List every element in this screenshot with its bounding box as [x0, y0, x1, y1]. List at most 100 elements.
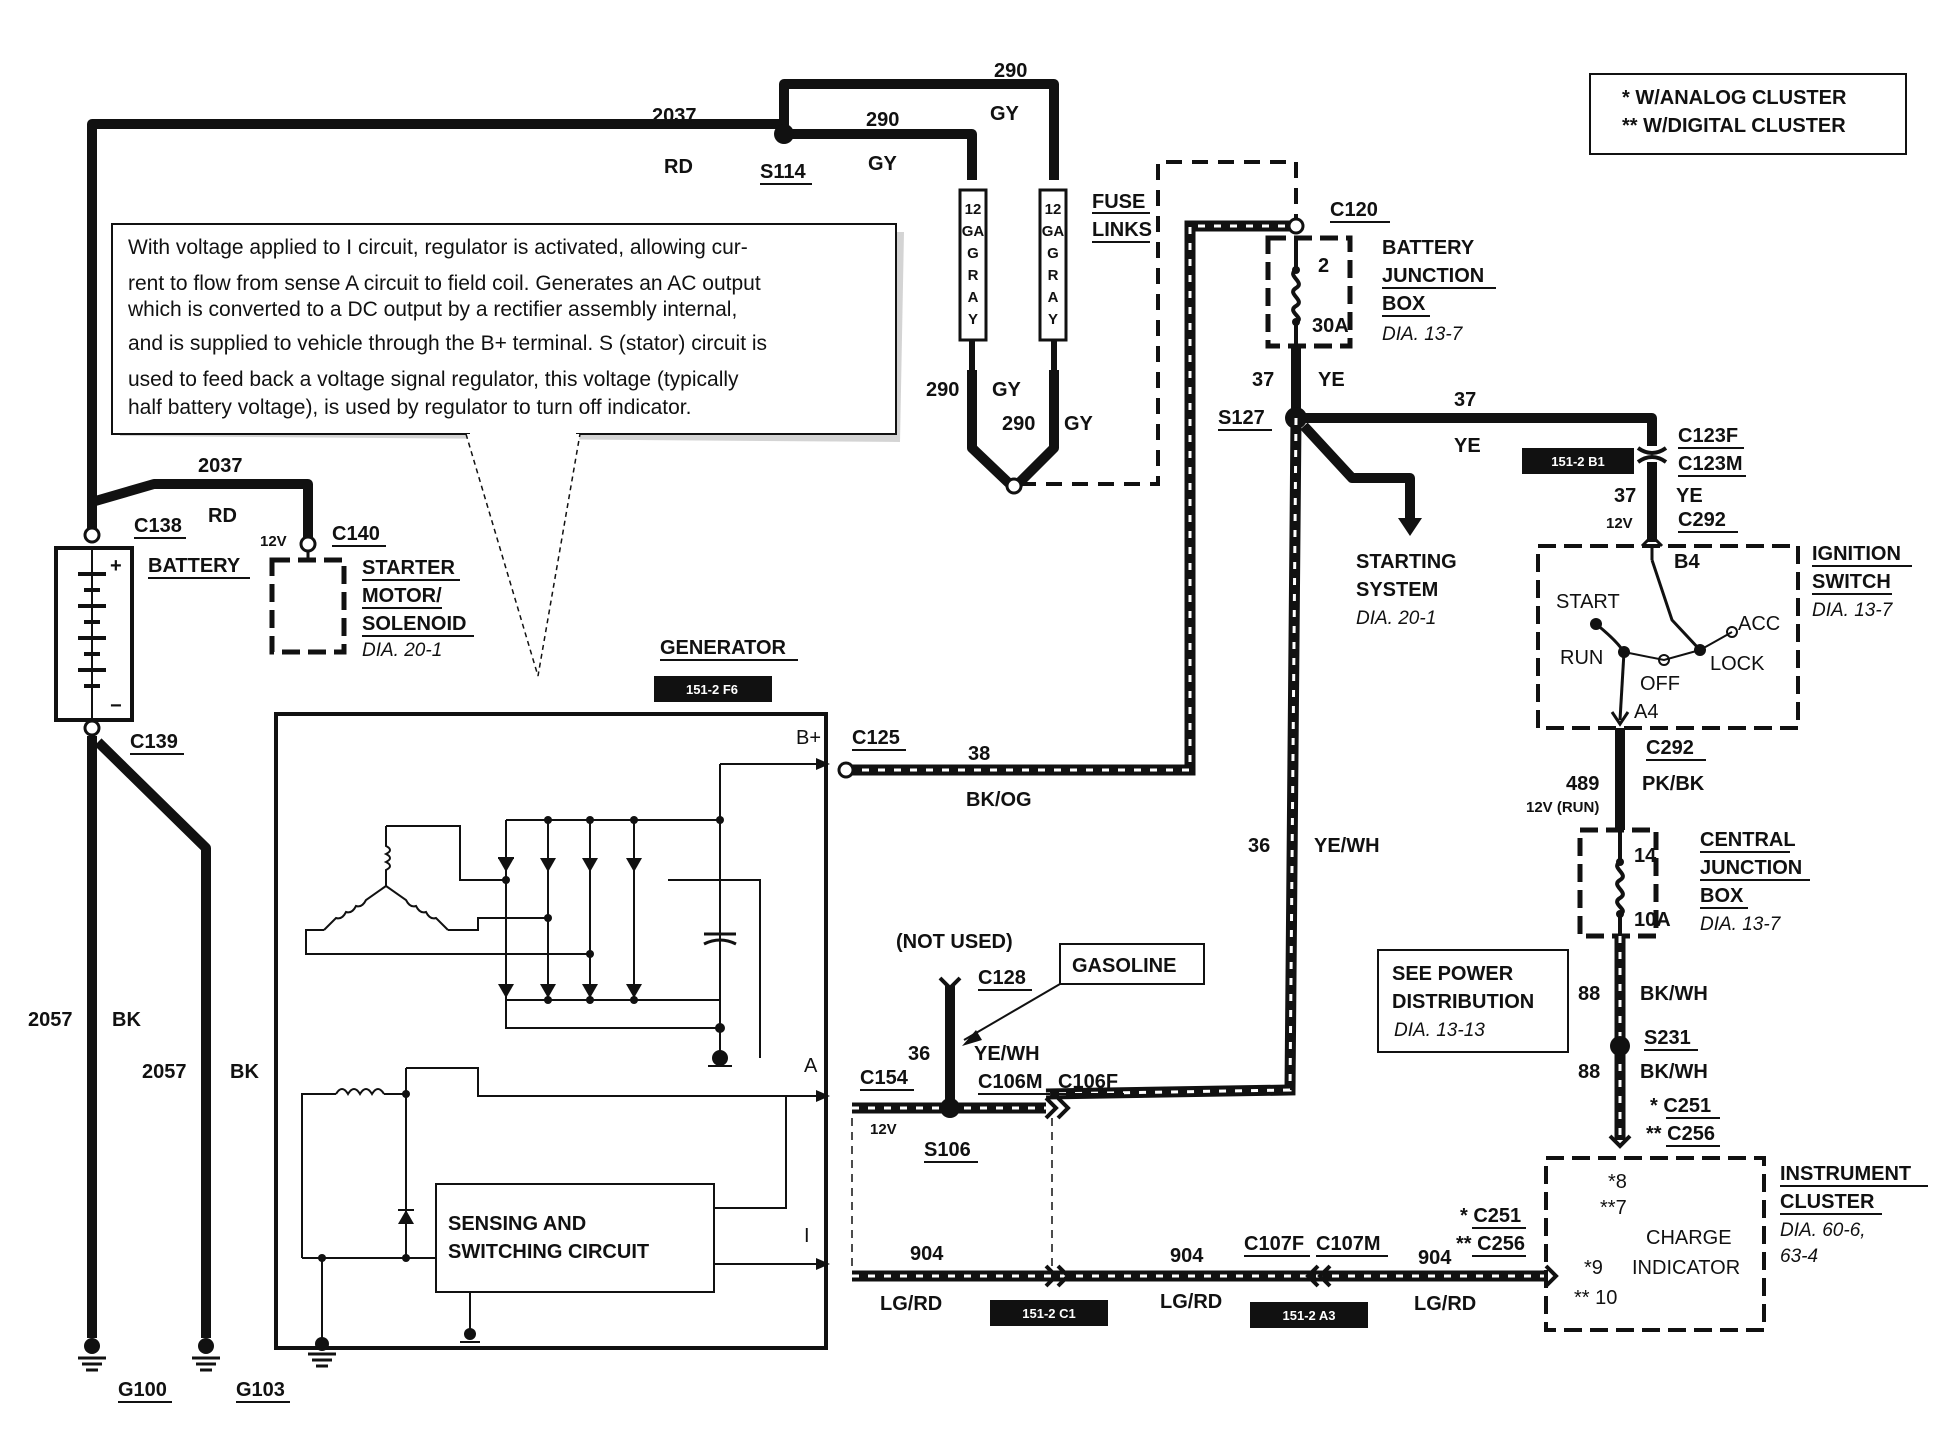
ign-start: START: [1556, 591, 1620, 613]
see-power-2: DISTRIBUTION: [1392, 991, 1534, 1013]
cjb-dia: DIA. 13-7: [1700, 914, 1782, 935]
svg-text:GA: GA: [1042, 223, 1065, 240]
color-lg-rd-a: LG/RD: [880, 1293, 942, 1315]
wire-36-yewh: [1045, 417, 1302, 1100]
note-box: With voltage applied to I circuit, regul…: [111, 223, 904, 677]
wire-88-b: 88: [1578, 1061, 1600, 1083]
svg-text:151-2 A3: 151-2 A3: [1283, 1308, 1336, 1323]
starting-label-2: SYSTEM: [1356, 579, 1438, 601]
wire-36: 36: [1248, 835, 1270, 857]
wire-904-b: 904: [1170, 1245, 1204, 1267]
stator-rectifier-icon: [305, 758, 830, 1067]
color-gy-r: GY: [1064, 413, 1094, 435]
svg-text:G: G: [1047, 245, 1059, 262]
svg-text:151-2 F6: 151-2 F6: [686, 682, 738, 697]
voltage-12v-b: 12V: [260, 533, 287, 550]
tag-151-2b1: [1522, 448, 1634, 474]
splice-s106: S106: [924, 1139, 971, 1161]
svg-text:151-2 C1: 151-2 C1: [1022, 1306, 1075, 1321]
wire-2057-l: 2057: [28, 1009, 73, 1031]
wire-2037-bat: 2037: [198, 455, 243, 477]
svg-text:R: R: [968, 267, 979, 284]
svg-text:A: A: [968, 289, 979, 306]
gasoline-box: [1059, 943, 1205, 985]
sensing-label-2: SWITCHING CIRCUIT: [448, 1241, 649, 1263]
color-gy-mid: GY: [868, 153, 898, 175]
svg-text:Y: Y: [968, 311, 978, 328]
wire-37-c292-label: 37: [1614, 485, 1636, 507]
connector-c128: C128: [978, 967, 1026, 989]
color-rd-top: RD: [664, 156, 693, 178]
ign-lock: LOCK: [1710, 653, 1765, 675]
wire-290-mid: 290: [866, 109, 899, 131]
ground-g100-icon: [78, 1338, 106, 1372]
connector-c107m: C107M: [1316, 1233, 1380, 1255]
splice-s231: S231: [1644, 1027, 1691, 1049]
connector-c251-a: * C251: [1650, 1095, 1711, 1117]
ignition-label-2: SWITCH: [1812, 571, 1891, 593]
battery-cells: [78, 548, 106, 720]
tag-151-2f6: [654, 676, 772, 702]
ground-g100: G100: [118, 1379, 167, 1401]
color-lg-rd-c: LG/RD: [1414, 1293, 1476, 1315]
pin-7: **7: [1600, 1197, 1627, 1219]
color-ye: YE: [1318, 369, 1345, 391]
note-line-3: which is converted to a DC output by a r…: [127, 298, 737, 321]
color-ye-r: YE: [1454, 435, 1481, 457]
pin-9: *9: [1584, 1257, 1603, 1279]
ign-off: OFF: [1640, 673, 1680, 695]
connector-c251-b: * C251: [1460, 1205, 1521, 1227]
instrument-label-1: INSTRUMENT: [1780, 1163, 1911, 1185]
tag-151-2a3: [1250, 1302, 1368, 1328]
tag-151-2c1: [990, 1300, 1108, 1326]
wire-88-a: 88: [1578, 983, 1600, 1005]
splice-s127: S127: [1218, 407, 1265, 429]
bjb-label-3: BOX: [1382, 293, 1426, 315]
wire-37: 37: [1252, 369, 1274, 391]
voltage-12v-c: 12V: [870, 1121, 897, 1138]
wire-38-bkog: [846, 220, 1296, 776]
legend-digital: ** W/DIGITAL CLUSTER: [1622, 115, 1846, 137]
wire-904-c: 904: [1418, 1247, 1452, 1269]
connector-c106f: C106F: [1058, 1071, 1118, 1093]
connector-c123f: C123F: [1678, 425, 1738, 447]
charge-label-2: INDICATOR: [1632, 1257, 1740, 1279]
wire-38: 38: [968, 743, 990, 765]
fuse-links-label-1: FUSE: [1092, 191, 1145, 213]
inst-dia-1: DIA. 60-6,: [1780, 1220, 1866, 1241]
color-rd-bat: RD: [208, 505, 237, 527]
pin-8: *8: [1608, 1171, 1627, 1193]
svg-text:A: A: [1048, 289, 1059, 306]
note-line-6: half battery voltage), is used by regula…: [128, 396, 691, 419]
note-line-2: rent to flow from sense A circuit to fie…: [128, 272, 761, 295]
wire-290-r: 290: [1002, 413, 1035, 435]
ignition-switch-box: [1536, 544, 1800, 730]
ign-run: RUN: [1560, 647, 1603, 669]
connector-c256-a: ** C256: [1646, 1123, 1715, 1145]
battery-plus: +: [110, 555, 122, 577]
bjb-dia: DIA. 13-7: [1382, 324, 1464, 345]
wire-2057-g103: [94, 738, 211, 1338]
gasoline-label: GASOLINE: [1072, 955, 1176, 977]
note-line-5: used to feed back a voltage signal regul…: [128, 368, 739, 391]
note-line-1: With voltage applied to I circuit, regul…: [128, 236, 748, 259]
wire-290-top: 290: [994, 60, 1027, 82]
connector-c139: C139: [130, 731, 178, 753]
fuse-enclosure: [1020, 160, 1298, 486]
color-bk-wh-a: BK/WH: [1640, 983, 1708, 1005]
svg-text:R: R: [1048, 267, 1059, 284]
starter-label-3: SOLENOID: [362, 613, 466, 635]
connector-c125: C125: [852, 727, 900, 749]
see-power-box: [1377, 949, 1569, 1053]
svg-text:G: G: [967, 245, 979, 262]
connector-c123m: C123M: [1678, 453, 1742, 475]
wire-2037-top: 2037: [652, 105, 697, 127]
ignition-label-1: IGNITION: [1812, 543, 1901, 565]
connector-c292-top: C292: [1678, 509, 1726, 531]
wire-489: 489: [1566, 773, 1599, 795]
fuse-link-left: [958, 188, 988, 370]
voltage-12v-run: 12V (RUN): [1526, 799, 1599, 816]
legend-box: * W/ANALOG CLUSTER ** W/DIGITAL CLUSTER: [1589, 73, 1907, 155]
